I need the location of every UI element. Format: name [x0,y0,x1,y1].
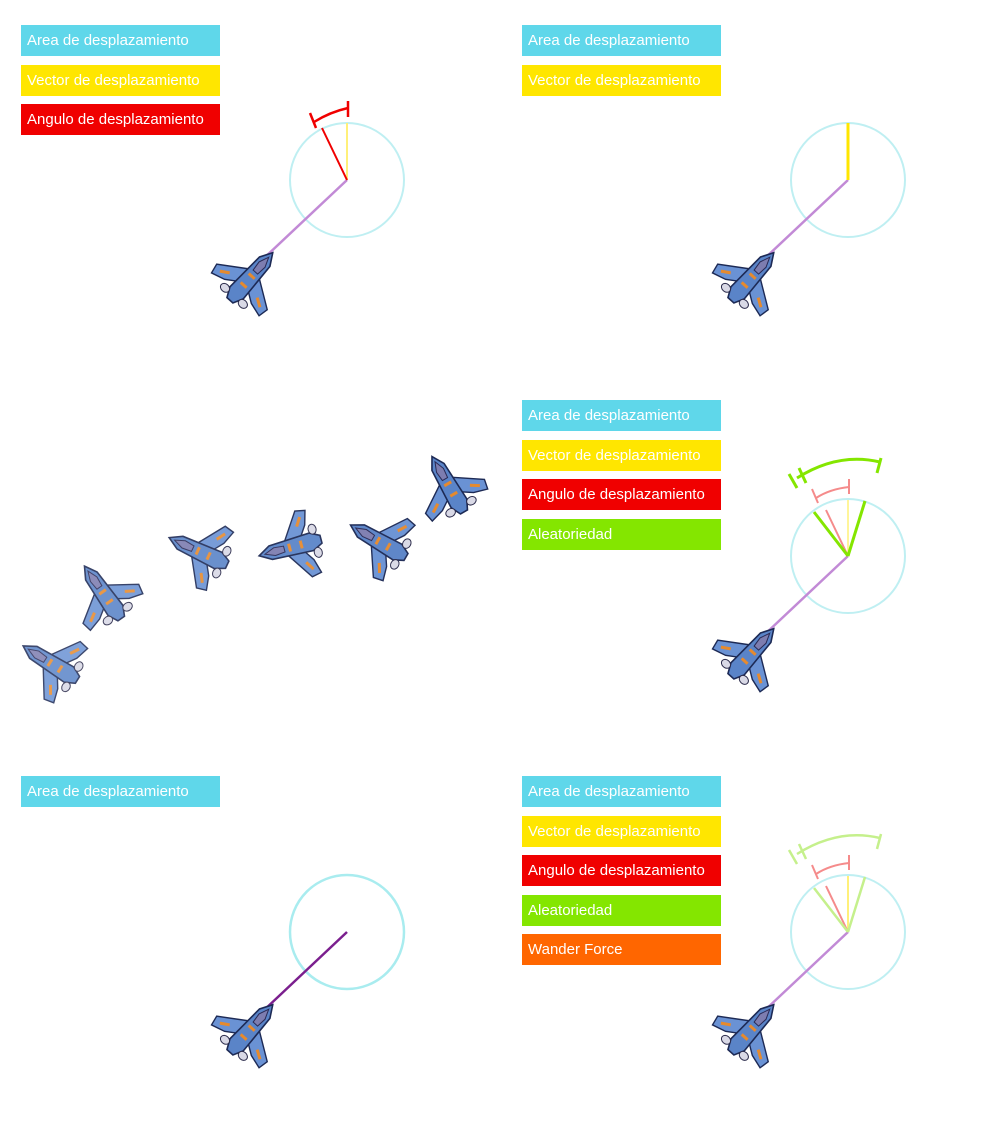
travel-path-line [261,179,348,261]
displacement-angle-line [825,885,849,933]
legend-angle: Angulo de desplazamiento [522,479,721,510]
displacement-angle-line [825,509,849,557]
legend-bottom-left: Area de desplazamiento [21,776,220,816]
displacement-angle-arc [313,106,349,124]
randomness-line-right [846,500,867,557]
displacement-area-circle [790,498,906,614]
spaceship-icon [203,981,299,1076]
legend-randomness: Aleatoriedad [522,894,721,926]
travel-path-line [762,555,849,637]
panel-bottom-left [203,873,406,1076]
displacement-angle-line [321,127,348,181]
legend-randomness: Aleatoriedad [522,518,721,550]
randomness-line-right [846,876,867,933]
legend-area: Area de desplazamiento [21,25,220,56]
travel-path-line [762,931,849,1013]
legend-area: Area de desplazamiento [21,776,220,807]
spaceship-icon [203,229,299,324]
legend-vector: Vector de desplazamiento [522,64,721,96]
displacement-area-circle [790,874,906,990]
spaceship-icon [154,506,243,597]
legend-middle-right: Area de desplazamiento Vector de desplaz… [522,400,721,558]
randomness-arc-tick-left [787,849,799,865]
panel-top-left [203,101,405,324]
randomness-arc [796,457,881,480]
legend-area: Area de desplazamiento [522,400,721,431]
angle-arc-tick-left [811,864,819,880]
legend-angle: Angulo de desplazamiento [522,855,721,886]
travel-path-line [261,931,348,1013]
randomness-line-left [813,887,849,933]
legend-vector: Vector de desplazamiento [21,64,220,96]
travel-path-line [762,179,849,261]
legend-area: Area de desplazamiento [522,25,721,56]
legend-vector: Vector de desplazamiento [522,815,721,847]
spaceship-icon [249,505,331,590]
panel-middle-left-flight-sequence [4,438,495,710]
spaceship-icon [55,545,150,639]
spaceship-icon [332,494,424,588]
displacement-angle-arc [815,862,850,875]
spaceship-icon [401,438,495,530]
displacement-area-circle [288,873,406,991]
randomness-arc-tick-mid [797,467,808,484]
randomness-arc-tick-right [875,457,883,474]
legend-wander-force: Wander Force [522,934,721,965]
angle-arc-tick-left [308,112,318,129]
displacement-angle-arc [815,486,850,499]
randomness-arc-tick-right [875,833,883,850]
legend-top-right: Area de desplazamiento Vector de desplaz… [522,25,721,104]
legend-bottom-right: Area de desplazamiento Vector de desplaz… [522,776,721,974]
randomness-arc-tick-left [787,473,799,489]
legend-area: Area de desplazamiento [522,776,721,807]
legend-vector: Vector de desplazamiento [522,439,721,471]
randomness-line-left [812,511,850,557]
spaceship-icon [704,229,800,324]
panel-middle-right [704,457,906,700]
legend-top-left: Area de desplazamiento Vector de desplaz… [21,25,220,144]
spaceship-icon [4,616,97,710]
legend-angle: Angulo de desplazamiento [21,104,220,135]
panel-top-right [704,122,906,324]
randomness-arc-tick-mid [797,843,808,860]
spaceship-icon [704,981,800,1076]
randomness-arc [796,833,881,856]
spaceship-icon [704,605,800,700]
panel-bottom-right [704,833,906,1076]
angle-arc-tick-left [811,488,819,504]
